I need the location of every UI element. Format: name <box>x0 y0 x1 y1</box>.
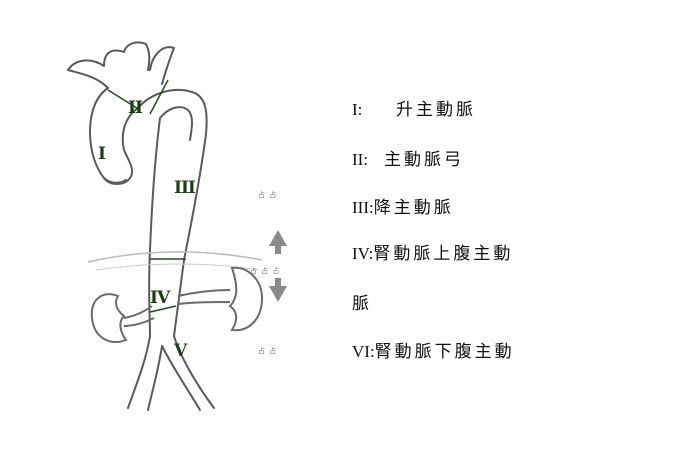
segment-label-ii: II <box>128 98 143 118</box>
right-renal-artery-lower <box>177 301 231 305</box>
legend-name: 腎動脈下腹主動 <box>374 342 515 361</box>
segment-label-v: V <box>174 341 187 361</box>
left-renal-artery-lower <box>123 317 155 327</box>
legend-name: 降主動脈 <box>373 198 454 217</box>
legend-item-vi: VI:腎動脈下腹主動 <box>352 337 515 362</box>
descending-aorta-left <box>148 117 161 337</box>
side-mark-top: 占 占 <box>258 191 278 199</box>
legend-code: III: <box>352 198 374 217</box>
legend-item-ii: II: 主動脈弓 <box>352 145 464 170</box>
up-arrow-icon <box>269 230 287 254</box>
legend-code: VI: <box>352 342 375 361</box>
side-mark-middle: 占 占 占 <box>250 267 281 275</box>
segment-iv-lower-line <box>149 305 177 313</box>
aortic-arch-inner <box>159 106 193 141</box>
down-arrow-icon <box>269 278 287 302</box>
segment-ii-pointer-left <box>107 89 141 111</box>
legend-item-iv-continued: 脈 <box>352 289 372 314</box>
right-iliac-inner <box>161 345 201 411</box>
left-renal-artery <box>123 305 153 319</box>
legend-name: 腎動脈上腹主動 <box>373 244 514 263</box>
aortic-root-outline <box>103 177 127 184</box>
left-iliac-outline <box>127 335 151 409</box>
legend-name: 脈 <box>352 294 372 313</box>
legend-item-i: I: 升主動脈 <box>352 95 476 120</box>
left-iliac-inner <box>147 345 163 411</box>
legend-code: II: <box>352 150 369 169</box>
right-renal-artery <box>177 289 231 297</box>
subclavian-branch-outline <box>149 46 175 85</box>
descending-aorta-right <box>173 133 207 337</box>
segment-label-iii: III <box>174 178 196 198</box>
right-iliac-outline <box>173 335 215 409</box>
side-mark-bottom: 占 占 <box>258 347 278 355</box>
segment-ii-pointer-right <box>149 79 169 115</box>
legend-item-iii: III:降主動脈 <box>352 193 454 218</box>
segment-label-i: I <box>98 144 106 164</box>
left-kidney-outline <box>90 293 128 343</box>
legend-name: 升主動脈 <box>396 100 476 119</box>
legend-code: I: <box>352 100 363 119</box>
legend-name: 主動脈弓 <box>384 150 464 169</box>
right-kidney-outline <box>228 266 264 332</box>
brachiocephalic-branch-outline <box>67 41 151 89</box>
segment-label-iv: IV <box>150 288 170 308</box>
aortic-arch-outer <box>137 89 208 135</box>
diaphragm-curve <box>87 251 263 263</box>
legend-item-iv: IV:腎動脈上腹主動 <box>352 239 513 264</box>
ascending-aorta-outline <box>89 87 139 185</box>
legend-code: IV: <box>352 244 374 263</box>
